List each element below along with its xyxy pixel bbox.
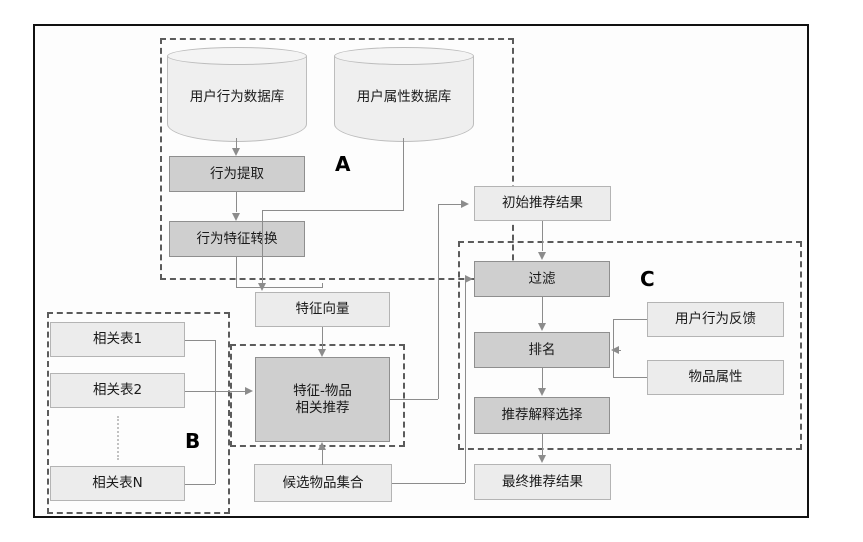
connector-behaviordb-to-extraction bbox=[236, 138, 237, 150]
group-b-dashed-box bbox=[47, 312, 230, 514]
node-recommend-explanation-select[interactable]: 推荐解释选择 bbox=[474, 397, 610, 434]
cylinder-top-ellipse bbox=[334, 47, 474, 65]
node-label: 物品属性 bbox=[688, 369, 743, 386]
node-feature-vector[interactable]: 特征向量 bbox=[255, 292, 390, 327]
node-related-table-1[interactable]: 相关表1 bbox=[50, 322, 185, 357]
diagram-outer-frame: A B C 用户行为数据库 用户属性数据库 行为提取 行为特征转换 特征向量 相… bbox=[33, 24, 809, 518]
group-c-label: C bbox=[640, 267, 655, 291]
node-label: 相关表N bbox=[92, 475, 143, 492]
cylinder-body bbox=[334, 56, 474, 142]
connector-featurevector-to-recommender bbox=[322, 327, 323, 349]
node-candidate-item-set[interactable]: 候选物品集合 bbox=[254, 464, 392, 502]
node-related-table-2[interactable]: 相关表2 bbox=[50, 373, 185, 408]
node-label: 推荐解释选择 bbox=[501, 407, 583, 424]
node-label: 排名 bbox=[528, 341, 556, 358]
node-label: 初始推荐结果 bbox=[502, 195, 583, 212]
connector-explanation-to-final bbox=[542, 434, 543, 456]
node-final-recommend-result[interactable]: 最终推荐结果 bbox=[474, 464, 611, 500]
node-label: 行为提取 bbox=[210, 165, 264, 182]
node-label: 特征-物品 相关推荐 bbox=[293, 382, 352, 416]
node-label: 相关表2 bbox=[92, 382, 143, 399]
node-label: 特征向量 bbox=[295, 301, 350, 318]
cylinder-top-ellipse bbox=[167, 47, 307, 65]
database-user-behavior-label: 用户行为数据库 bbox=[189, 88, 285, 105]
connector-transform-down bbox=[236, 257, 237, 287]
arrowhead-down bbox=[538, 252, 546, 260]
node-label: 用户行为反馈 bbox=[675, 311, 756, 328]
connector-initial-to-filter bbox=[542, 221, 543, 251]
connector-tablen-right bbox=[185, 484, 215, 485]
connector-candidate-right bbox=[392, 483, 465, 484]
database-user-behavior[interactable]: 用户行为数据库 bbox=[167, 47, 307, 142]
node-user-behavior-feedback[interactable]: 用户行为反馈 bbox=[647, 302, 784, 337]
connector-recommender-up bbox=[438, 204, 439, 399]
group-b-label: B bbox=[185, 429, 201, 453]
connector-recommender-right bbox=[390, 399, 438, 400]
group-a-label: A bbox=[335, 152, 351, 176]
arrowhead-down bbox=[258, 283, 266, 291]
node-related-table-n[interactable]: 相关表N bbox=[50, 466, 185, 501]
arrowhead-up bbox=[318, 442, 326, 450]
arrowhead-down bbox=[232, 213, 240, 221]
arrowhead-right bbox=[245, 387, 253, 395]
arrowhead-left bbox=[611, 346, 619, 354]
connector-ranking-to-explanation bbox=[542, 368, 543, 389]
connector-candidate-to-recommender bbox=[322, 450, 323, 465]
node-label: 行为特征转换 bbox=[196, 230, 278, 247]
arrowhead-down bbox=[538, 323, 546, 331]
connector-table2-right bbox=[185, 391, 215, 392]
connector-attrdb-to-featurevector bbox=[262, 210, 263, 284]
connector-transform-right bbox=[236, 287, 322, 288]
connector-attrdb-left bbox=[262, 210, 404, 211]
node-label: 相关表1 bbox=[92, 331, 143, 348]
node-behavior-extraction[interactable]: 行为提取 bbox=[169, 156, 305, 192]
node-initial-recommend-result[interactable]: 初始推荐结果 bbox=[474, 186, 611, 221]
ellipsis-vertical-dots bbox=[117, 416, 119, 460]
connector-itemattr-left bbox=[613, 377, 647, 378]
connector-to-initial-result bbox=[438, 204, 462, 205]
node-filter[interactable]: 过滤 bbox=[474, 261, 610, 297]
arrowhead-right bbox=[461, 200, 469, 208]
connector-table1-right bbox=[185, 340, 215, 341]
connector-candidate-up bbox=[465, 279, 466, 483]
group-middle-dashed-box bbox=[230, 344, 405, 447]
arrowhead-down bbox=[538, 455, 546, 463]
group-c-dashed-box bbox=[458, 241, 802, 450]
database-user-attribute-label: 用户属性数据库 bbox=[356, 88, 452, 105]
cylinder-body bbox=[167, 56, 307, 142]
connector-feedback-left bbox=[613, 319, 647, 320]
database-user-attribute[interactable]: 用户属性数据库 bbox=[334, 47, 474, 142]
arrowhead-right bbox=[465, 275, 473, 283]
node-label: 过滤 bbox=[528, 270, 556, 287]
node-behavior-feature-transform[interactable]: 行为特征转换 bbox=[169, 221, 305, 257]
node-ranking[interactable]: 排名 bbox=[474, 332, 610, 368]
connector-attrdb-down bbox=[403, 138, 404, 210]
arrowhead-down bbox=[538, 388, 546, 396]
connector-transform-into-featurevector bbox=[322, 283, 323, 288]
node-item-attribute[interactable]: 物品属性 bbox=[647, 360, 784, 395]
node-label: 候选物品集合 bbox=[282, 474, 364, 491]
connector-extraction-to-transform bbox=[236, 192, 237, 212]
arrowhead-down bbox=[318, 349, 326, 357]
node-label: 最终推荐结果 bbox=[502, 473, 583, 490]
node-feature-item-recommend[interactable]: 特征-物品 相关推荐 bbox=[255, 357, 390, 442]
connector-filter-to-ranking bbox=[542, 297, 543, 323]
group-a-dashed-box bbox=[160, 38, 514, 280]
connector-bus-to-recommender bbox=[215, 391, 247, 392]
arrowhead-down bbox=[232, 148, 240, 156]
connector-tables-bus bbox=[215, 340, 216, 484]
